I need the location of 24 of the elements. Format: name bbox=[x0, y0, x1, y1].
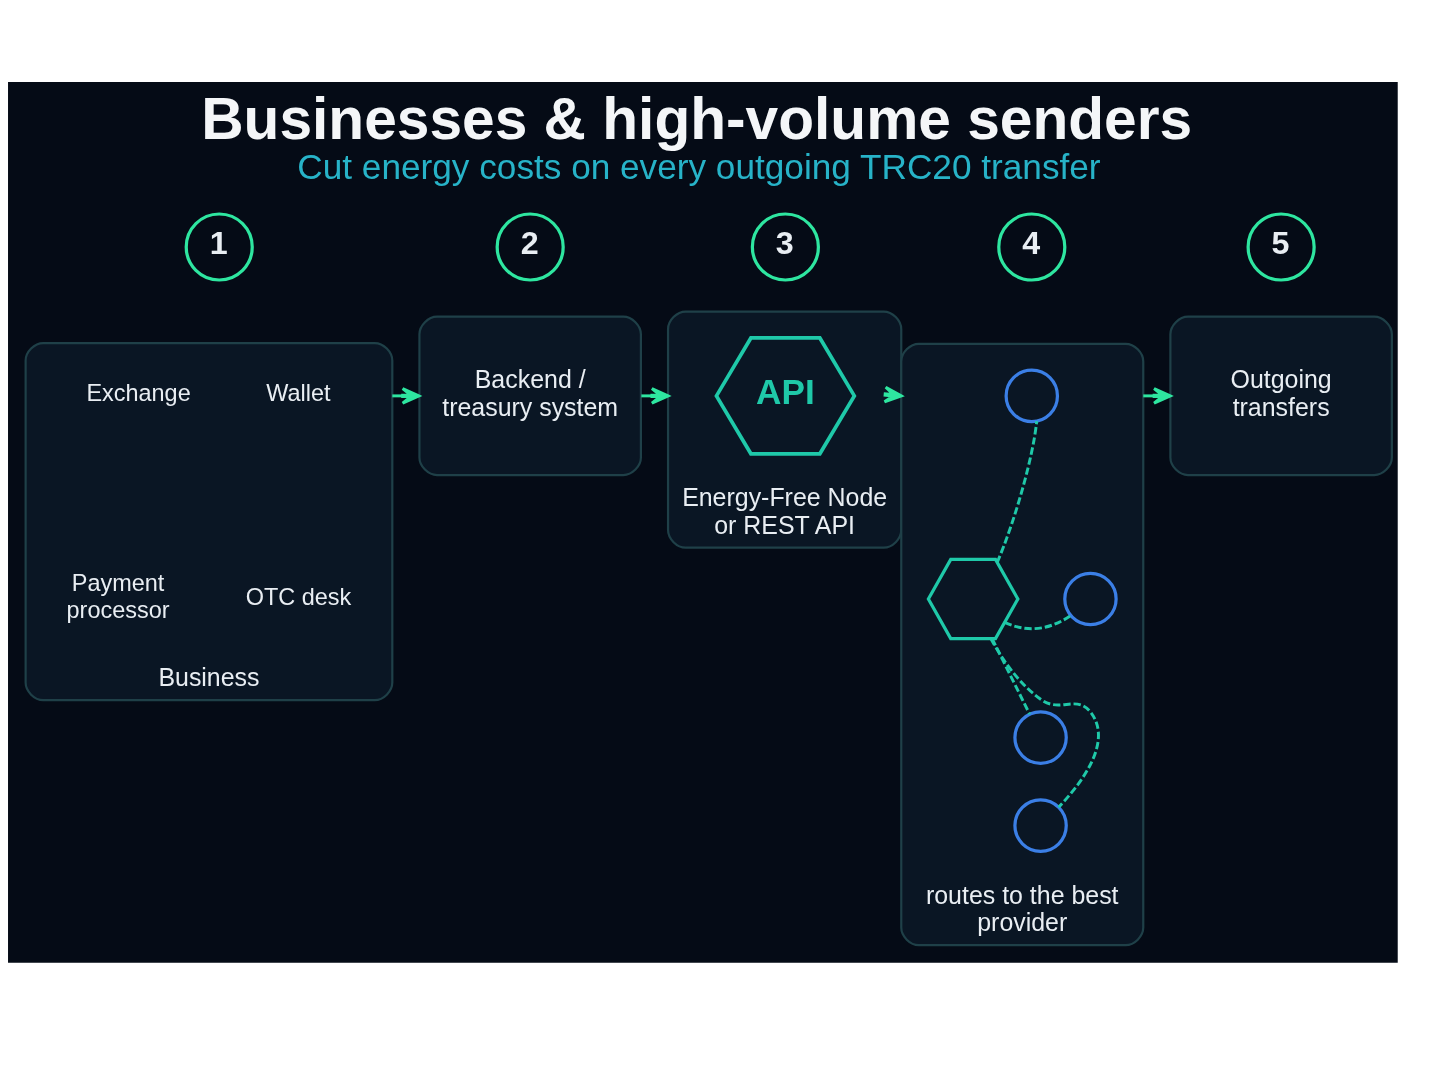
arrow bbox=[1143, 386, 1172, 405]
node-circle: 5 bbox=[1246, 211, 1316, 282]
node-box: Backend / treasury system bbox=[418, 315, 642, 476]
node-person bbox=[1063, 571, 1118, 626]
node-person bbox=[1013, 797, 1068, 853]
node-text: Exchange bbox=[86, 379, 191, 406]
connector bbox=[990, 637, 1031, 715]
node-person bbox=[1013, 709, 1068, 765]
node-box: Outgoing transfers bbox=[1169, 315, 1393, 476]
connector bbox=[1004, 614, 1072, 630]
node-circle: 4 bbox=[997, 211, 1067, 282]
node-text: OTC desk bbox=[245, 583, 352, 610]
connector bbox=[995, 420, 1039, 563]
node-circle: 1 bbox=[184, 211, 254, 282]
node-hexagon bbox=[926, 557, 1020, 640]
arrow bbox=[392, 386, 421, 405]
node-circle: 3 bbox=[750, 211, 820, 282]
connector bbox=[989, 637, 1100, 808]
cluster: routes to the best provider bbox=[900, 342, 1145, 946]
node-text: Payment processor bbox=[66, 569, 170, 623]
node-circle: 2 bbox=[495, 211, 565, 282]
arrow bbox=[883, 385, 903, 403]
node-person bbox=[1004, 368, 1060, 423]
node-text: Wallet bbox=[266, 379, 331, 406]
